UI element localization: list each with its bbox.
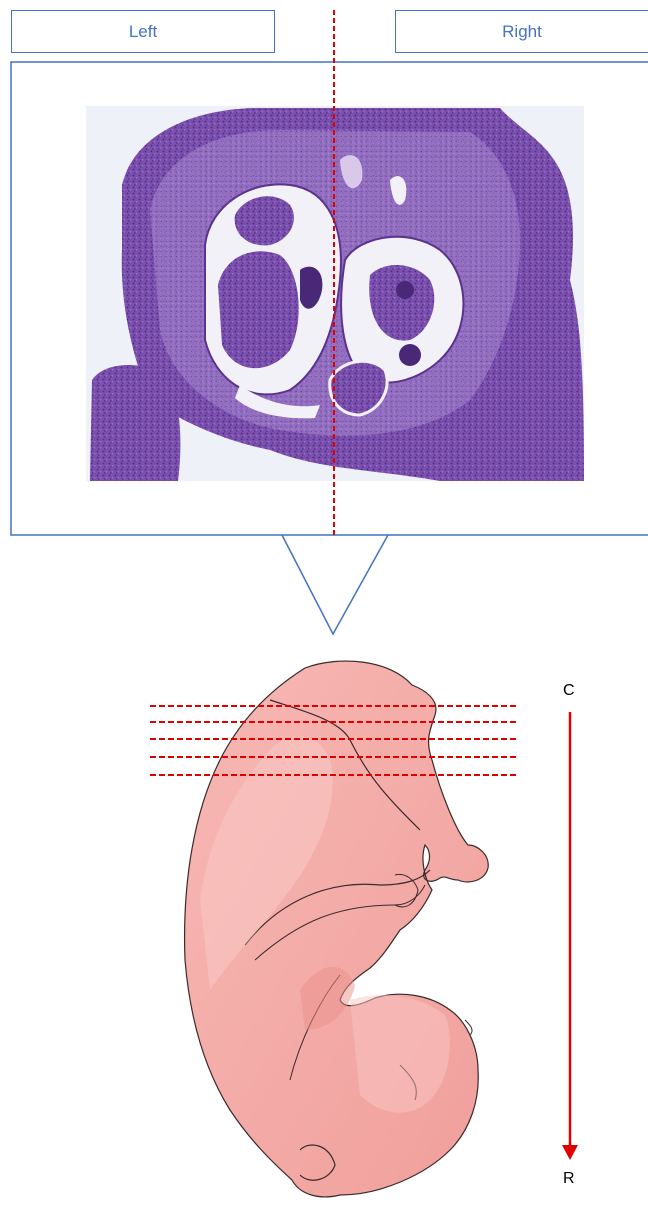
axis-top-label: C bbox=[563, 682, 575, 700]
arrow-down-icon bbox=[562, 712, 578, 1160]
embryo-illustration bbox=[185, 661, 489, 1197]
axis-bottom-label: R bbox=[563, 1170, 575, 1188]
callout-pointer bbox=[282, 535, 388, 634]
